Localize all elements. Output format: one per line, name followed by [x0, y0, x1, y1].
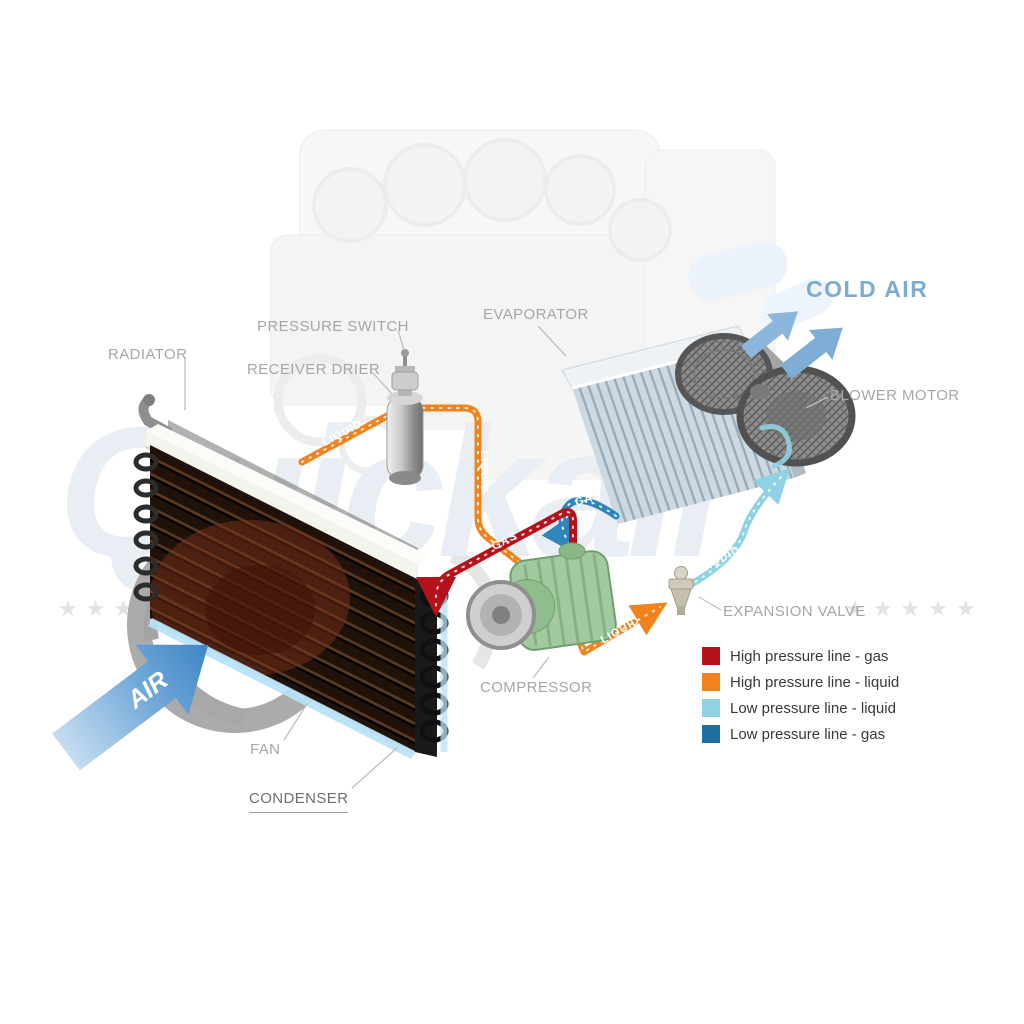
pipe-label-liquid-2: LIQUID [478, 450, 490, 493]
blower-motor [675, 333, 856, 467]
legend-item-hp-liquid: High pressure line - liquid [702, 673, 899, 691]
legend-item-lp-liquid: Low pressure line - liquid [702, 699, 899, 717]
label-expansion-valve: EXPANSION VALVE [723, 603, 866, 620]
pipe-high-pressure-gas [416, 508, 577, 617]
pressure-switch [391, 349, 419, 391]
label-evaporator: EVAPORATOR [483, 306, 589, 323]
label-receiver-drier: RECEIVER DRIER [247, 361, 381, 378]
label-blower-motor: BLOWER MOTOR [830, 387, 960, 404]
label-condenser: CONDENSER [249, 790, 349, 813]
legend-swatch-lp-liquid [702, 699, 720, 717]
air-arrow-icon [52, 644, 209, 771]
compressor [466, 542, 617, 651]
label-compressor: COMPRESSOR [480, 679, 593, 696]
cold-air-text: COLD AIR [806, 276, 929, 302]
condenser [133, 424, 449, 760]
pipe-low-pressure-liquid [684, 424, 792, 590]
pipe-low-pressure-gas [541, 497, 620, 555]
legend-swatch-lp-gas [702, 725, 720, 743]
expansion-valve [668, 566, 694, 615]
watermark-stars-right: ★★★★★ [845, 596, 984, 621]
legend-swatch-hp-gas [702, 647, 720, 665]
cold-air-arrows-icon [741, 311, 843, 380]
label-pressure-switch: PRESSURE SWITCH [257, 318, 409, 335]
label-radiator: RADIATOR [108, 346, 188, 363]
pipe-high-pressure-liquid [298, 404, 668, 656]
leader-lines [184, 325, 829, 789]
legend: High pressure line - gas High pressure l… [702, 647, 899, 751]
legend-label-hp-liquid: High pressure line - liquid [730, 673, 900, 691]
receiver-drier [386, 386, 424, 485]
legend-label-lp-liquid: Low pressure line - liquid [730, 699, 896, 717]
legend-item-hp-gas: High pressure line - gas [702, 647, 899, 665]
legend-label-lp-gas: Low pressure line - gas [730, 725, 886, 743]
legend-label-hp-gas: High pressure line - gas [730, 647, 889, 665]
legend-swatch-hp-liquid [702, 673, 720, 691]
label-fan: FAN [250, 741, 281, 758]
legend-item-lp-gas: Low pressure line - gas [702, 725, 899, 743]
